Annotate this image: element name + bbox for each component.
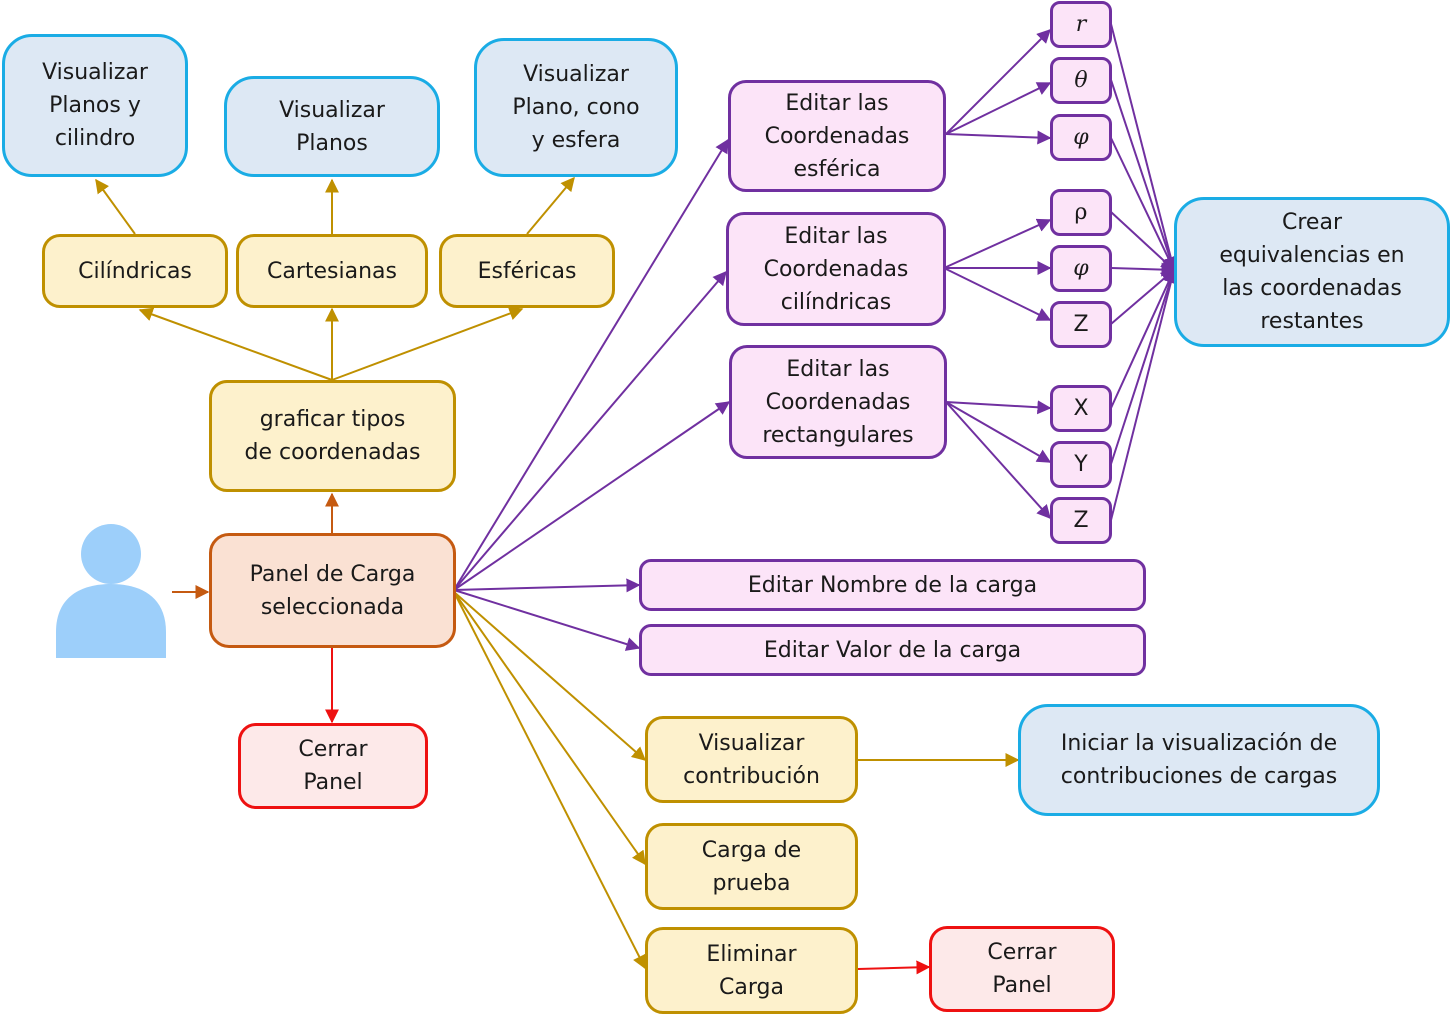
- edge-panel-to-edit-nombre: [453, 578, 641, 593]
- cerrar-panel-1-label: Cerrar Panel: [298, 737, 368, 795]
- sym-rho-node[interactable]: ρ: [1050, 189, 1112, 236]
- user-icon: [56, 524, 166, 658]
- edge-panel-to-edit-rect: [453, 401, 731, 591]
- cilindricas-node[interactable]: Cilíndricas: [42, 234, 228, 308]
- edit-cilindricas-label: Editar las Coordenadas cilíndricas: [763, 223, 909, 315]
- viz-contrib-node[interactable]: Visualizar contribución: [645, 716, 858, 803]
- edge-rect-to-z2: [945, 401, 1051, 520]
- edge-rho-to-crear: [1110, 211, 1176, 271]
- edit-valor-node[interactable]: Editar Valor de la carga: [639, 624, 1146, 676]
- sym-x-label: X: [1073, 396, 1089, 421]
- edge-esfericas-to-viz-plano-cono-esfera: [526, 176, 575, 235]
- cilindricas-label: Cilíndricas: [78, 258, 192, 284]
- sym-x-node[interactable]: X: [1050, 385, 1112, 432]
- carga-prueba-node[interactable]: Carga de prueba: [645, 823, 858, 910]
- viz-planos-cilindro-label: Visualizar Planos y cilindro: [42, 60, 148, 151]
- viz-plano-cono-esfera-label: Visualizar Plano, cono y esfera: [512, 62, 640, 153]
- edge-panel-to-viz-contrib: [453, 591, 647, 761]
- edit-cilindricas-node[interactable]: Editar las Coordenadas cilíndricas: [726, 212, 946, 326]
- esfericas-label: Esféricas: [477, 258, 577, 284]
- eliminar-node[interactable]: Eliminar Carga: [645, 927, 858, 1014]
- edit-nombre-node[interactable]: Editar Nombre de la carga: [639, 559, 1146, 611]
- edit-valor-label: Editar Valor de la carga: [763, 637, 1022, 663]
- edge-rect-to-y: [945, 401, 1052, 463]
- edge-panel-to-eliminar: [453, 591, 646, 970]
- sym-r-node[interactable]: r: [1050, 1, 1112, 48]
- edit-esferica-label: Editar las Coordenadas esférica: [764, 90, 910, 182]
- cartesianas-label: Cartesianas: [267, 258, 397, 284]
- edit-rect-label: Editar las Coordenadas rectangulares: [762, 356, 914, 448]
- edge-x-to-crear: [1110, 268, 1176, 409]
- edge-panel-to-carga-prueba: [453, 591, 646, 866]
- yellow-edges: [95, 176, 1020, 970]
- sym-phi2-node[interactable]: φ: [1050, 245, 1112, 292]
- iniciar-viz-node[interactable]: Iniciar la visualización de contribucion…: [1018, 704, 1380, 816]
- cartesianas-node[interactable]: Cartesianas: [236, 234, 428, 308]
- sym-y-node[interactable]: Y: [1050, 441, 1112, 488]
- edge-panel-to-edit-valor: [453, 589, 641, 651]
- graficar-node[interactable]: graficar tipos de coordenadas: [209, 380, 456, 492]
- orange-edges: [172, 492, 339, 599]
- edge-cilindricas-to-rho: [943, 218, 1052, 269]
- edge-esferica-to-phi1: [945, 130, 1052, 145]
- edge-eliminar-to-cerrar-2: [857, 960, 931, 975]
- viz-plano-cono-esfera-node[interactable]: Visualizar Plano, cono y esfera: [474, 38, 678, 177]
- edge-panel-to-edit-esferica: [453, 138, 729, 591]
- purple-edges: [453, 23, 1178, 651]
- viz-contrib-label: Visualizar contribución: [683, 730, 820, 789]
- edge-y-to-crear: [1110, 268, 1177, 465]
- edge-graficar-to-esfericas: [331, 306, 524, 381]
- edit-esferica-node[interactable]: Editar las Coordenadas esférica: [728, 80, 946, 192]
- iniciar-viz-label: Iniciar la visualización de contribucion…: [1060, 731, 1338, 789]
- sym-theta-label: θ: [1074, 68, 1088, 93]
- edge-r-to-crear: [1110, 23, 1178, 272]
- sym-z2-label: Z: [1073, 508, 1089, 533]
- red-edges: [325, 648, 931, 975]
- panel-node[interactable]: Panel de Carga seleccionada: [209, 533, 456, 648]
- crear-equiv-node[interactable]: Crear equivalencias en las coordenadas r…: [1174, 197, 1450, 347]
- sym-rho-label: ρ: [1074, 200, 1088, 225]
- panel-label: Panel de Carga seleccionada: [249, 561, 416, 620]
- edge-cilindricas-to-z1: [943, 267, 1052, 321]
- graficar-label: graficar tipos de coordenadas: [244, 407, 421, 465]
- edge-z2-to-crear: [1110, 268, 1178, 521]
- edge-theta-to-crear: [1110, 79, 1177, 272]
- carga-prueba-label: Carga de prueba: [701, 837, 802, 896]
- edge-esferica-to-theta: [945, 82, 1052, 135]
- sym-y-label: Y: [1074, 452, 1088, 477]
- sym-phi2-label: φ: [1073, 256, 1089, 281]
- cerrar-panel-2-label: Cerrar Panel: [987, 940, 1057, 998]
- sym-z1-label: Z: [1073, 312, 1089, 337]
- cerrar-panel-1-node[interactable]: Cerrar Panel: [238, 723, 428, 809]
- edge-phi2-to-crear: [1110, 262, 1176, 277]
- sym-phi1-node[interactable]: φ: [1050, 114, 1112, 161]
- edge-graficar-to-cilindricas: [138, 307, 333, 381]
- edge-esferica-to-r: [945, 29, 1051, 135]
- sym-r-label: r: [1075, 12, 1087, 37]
- edge-phi1-to-crear: [1110, 137, 1175, 272]
- cerrar-panel-2-node[interactable]: Cerrar Panel: [929, 926, 1115, 1012]
- edit-nombre-label: Editar Nombre de la carga: [747, 572, 1038, 598]
- eliminar-label: Eliminar Carga: [706, 941, 797, 1000]
- sym-theta-node[interactable]: θ: [1050, 57, 1112, 104]
- viz-planos-node[interactable]: Visualizar Planos: [224, 76, 440, 177]
- crear-equiv-label: Crear equivalencias en las coordenadas r…: [1219, 210, 1405, 334]
- viz-planos-cilindro-node[interactable]: Visualizar Planos y cilindro: [2, 34, 188, 177]
- esfericas-node[interactable]: Esféricas: [439, 234, 615, 308]
- edit-rect-node[interactable]: Editar las Coordenadas rectangulares: [729, 345, 947, 459]
- sym-z2-node[interactable]: Z: [1050, 497, 1112, 544]
- edge-panel-to-edit-cilindricas: [453, 270, 727, 591]
- viz-planos-label: Visualizar Planos: [279, 97, 385, 156]
- sym-z1-node[interactable]: Z: [1050, 301, 1112, 348]
- edge-rect-to-x: [945, 400, 1052, 415]
- sym-phi1-label: φ: [1073, 125, 1089, 150]
- edge-cilindricas-to-viz-planos-cilindro: [95, 178, 136, 235]
